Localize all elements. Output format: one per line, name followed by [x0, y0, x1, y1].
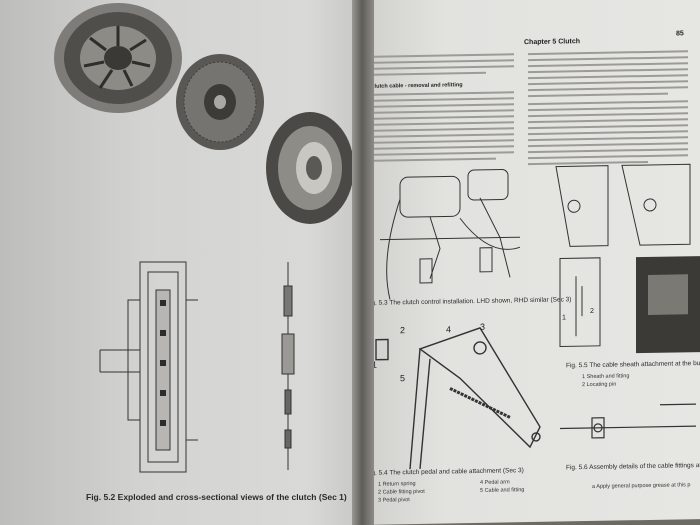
- pressure-plate-illustration: [54, 3, 354, 473]
- right-page: Chapter 5 Clutch 85: [360, 0, 700, 525]
- figure-5-5-drawing: [555, 163, 700, 354]
- figure-5-3-drawing: [380, 169, 521, 300]
- book-gutter: [352, 0, 374, 525]
- figure-caption-5-2: Fig. 5.2 Exploded and cross-sectional vi…: [86, 492, 347, 502]
- figure-5-6-drawing: [560, 403, 696, 439]
- figure-5-4-drawing: [375, 327, 541, 470]
- body-text-lines: [366, 50, 688, 166]
- left-page: Fig. 5.2 Exploded and cross-sectional vi…: [0, 0, 360, 525]
